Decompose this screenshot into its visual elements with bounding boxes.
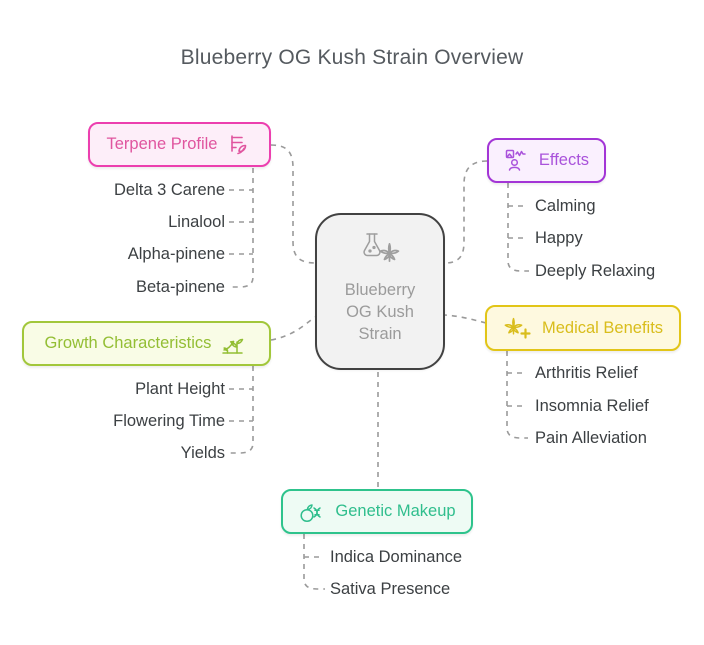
plant-growth-arrow-icon — [222, 338, 244, 354]
growth-item: Flowering Time — [113, 412, 225, 430]
branch-label: Medical Benefits — [541, 318, 664, 337]
terpene-item: Beta-pinene — [136, 278, 225, 296]
medical-item: Insomnia Relief — [535, 397, 649, 415]
terpene-list-leaf-icon — [231, 134, 247, 154]
fruit-dna-icon — [300, 503, 322, 522]
center-label-line: Strain — [358, 325, 402, 343]
medical-item: Pain Alleviation — [535, 429, 647, 447]
effects-item: Deeply Relaxing — [535, 262, 656, 280]
branch-node-terpene-profile: Terpene Profile — [88, 122, 271, 167]
branch-label: Growth Characteristics — [44, 334, 212, 352]
branch-node-medical-benefits: Medical Benefits — [485, 305, 681, 351]
medical-item: Arthritis Relief — [535, 364, 638, 382]
flask-cannabis-icon — [363, 233, 400, 262]
branch-label: Terpene Profile — [106, 135, 218, 153]
page-title: Blueberry OG Kush Strain Overview — [180, 46, 524, 69]
growth-item: Yields — [180, 444, 225, 462]
branch-label: Genetic Makeup — [335, 502, 456, 520]
person-activity-icon — [505, 149, 526, 171]
terpene-item: Delta 3 Carene — [114, 181, 225, 199]
genetic-item: Indica Dominance — [330, 548, 463, 566]
effects-item: Happy — [535, 229, 583, 247]
genetic-item: Sativa Presence — [330, 580, 451, 598]
center-label-line: OG Kush — [346, 303, 414, 321]
branch-node-effects: Effects — [487, 138, 606, 183]
branch-node-growth-characteristics: Growth Characteristics — [22, 321, 271, 366]
terpene-item: Alpha-pinene — [127, 245, 225, 263]
center-node-label: Blueberry OG Kush Strain — [345, 279, 416, 345]
terpene-item: Linalool — [168, 213, 225, 231]
effects-item: Calming — [535, 197, 596, 215]
branch-label: Effects — [538, 151, 590, 169]
center-label-line: Blueberry — [344, 281, 416, 299]
center-node: Blueberry OG Kush Strain — [315, 213, 445, 370]
branch-node-genetic-makeup: Genetic Makeup — [281, 489, 473, 534]
growth-item: Plant Height — [135, 380, 225, 398]
cannabis-medical-cross-icon — [504, 317, 531, 339]
